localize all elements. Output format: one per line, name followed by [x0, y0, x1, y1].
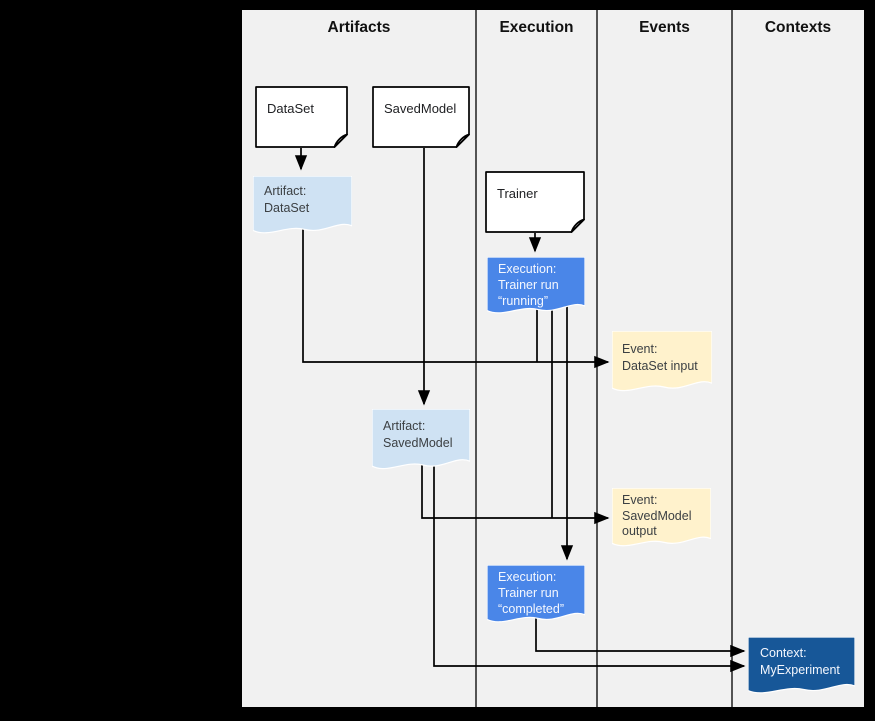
event-savedmodel-output-node: Event: SavedModel output: [612, 488, 711, 550]
trainer-node: Trainer: [485, 171, 585, 233]
column-header-execution: Execution: [499, 19, 574, 36]
savedmodel-node: SavedModel: [372, 86, 470, 148]
arrow-artifact-savedmodel-to-context: [433, 462, 746, 673]
flag-shape: [253, 176, 352, 237]
execution-running-label: Execution: Trainer run “running”: [498, 262, 559, 308]
dataset-label: DataSet: [267, 101, 314, 117]
document-shape: [255, 86, 348, 148]
artifact-dataset-node: Artifact: DataSet: [253, 176, 352, 237]
document-shape: [372, 86, 470, 148]
artifact-savedmodel-node: Artifact: SavedModel: [372, 409, 470, 473]
column-header-contexts: Contexts: [764, 19, 832, 36]
arrow-artifact-savedmodel-to-event-output: [421, 462, 610, 525]
context-myexperiment-label: Context: MyExperiment: [760, 646, 840, 677]
event-dataset-input-node: Event: DataSet input: [612, 331, 712, 395]
flag-shape: [487, 257, 585, 317]
execution-running-node: Execution: Trainer run “running”: [487, 257, 585, 317]
flag-shape: [487, 565, 585, 626]
trainer-label: Trainer: [497, 186, 538, 202]
savedmodel-label: SavedModel: [384, 101, 457, 117]
flag-shape: [612, 331, 712, 395]
event-savedmodel-output-label: Event: SavedModel output: [622, 493, 692, 538]
execution-completed-node: Execution: Trainer run “completed”: [487, 565, 585, 626]
column-header-events: Events: [639, 19, 690, 36]
artifact-dataset-label: Artifact: DataSet: [264, 184, 310, 215]
column-header-artifacts: Artifacts: [327, 19, 391, 36]
event-dataset-input-label: Event: DataSet input: [622, 342, 698, 373]
context-myexperiment-node: Context: MyExperiment: [748, 637, 855, 697]
dataset-node: DataSet: [255, 86, 348, 148]
arrows: [294, 148, 746, 673]
flag-shape: [372, 409, 470, 473]
execution-completed-label: Execution: Trainer run “completed”: [498, 570, 564, 616]
arrow-completed-to-context: [535, 614, 746, 658]
arrow-artifact-dataset-to-event-input: [302, 228, 610, 369]
folded-corner-icon: [333, 133, 348, 148]
folded-corner-icon: [455, 133, 470, 148]
flag-shape: [612, 488, 711, 550]
folded-corner-icon: [570, 218, 585, 233]
artifact-savedmodel-label: Artifact: SavedModel: [383, 419, 453, 450]
flag-shape: [748, 637, 855, 697]
document-shape: [485, 171, 585, 233]
